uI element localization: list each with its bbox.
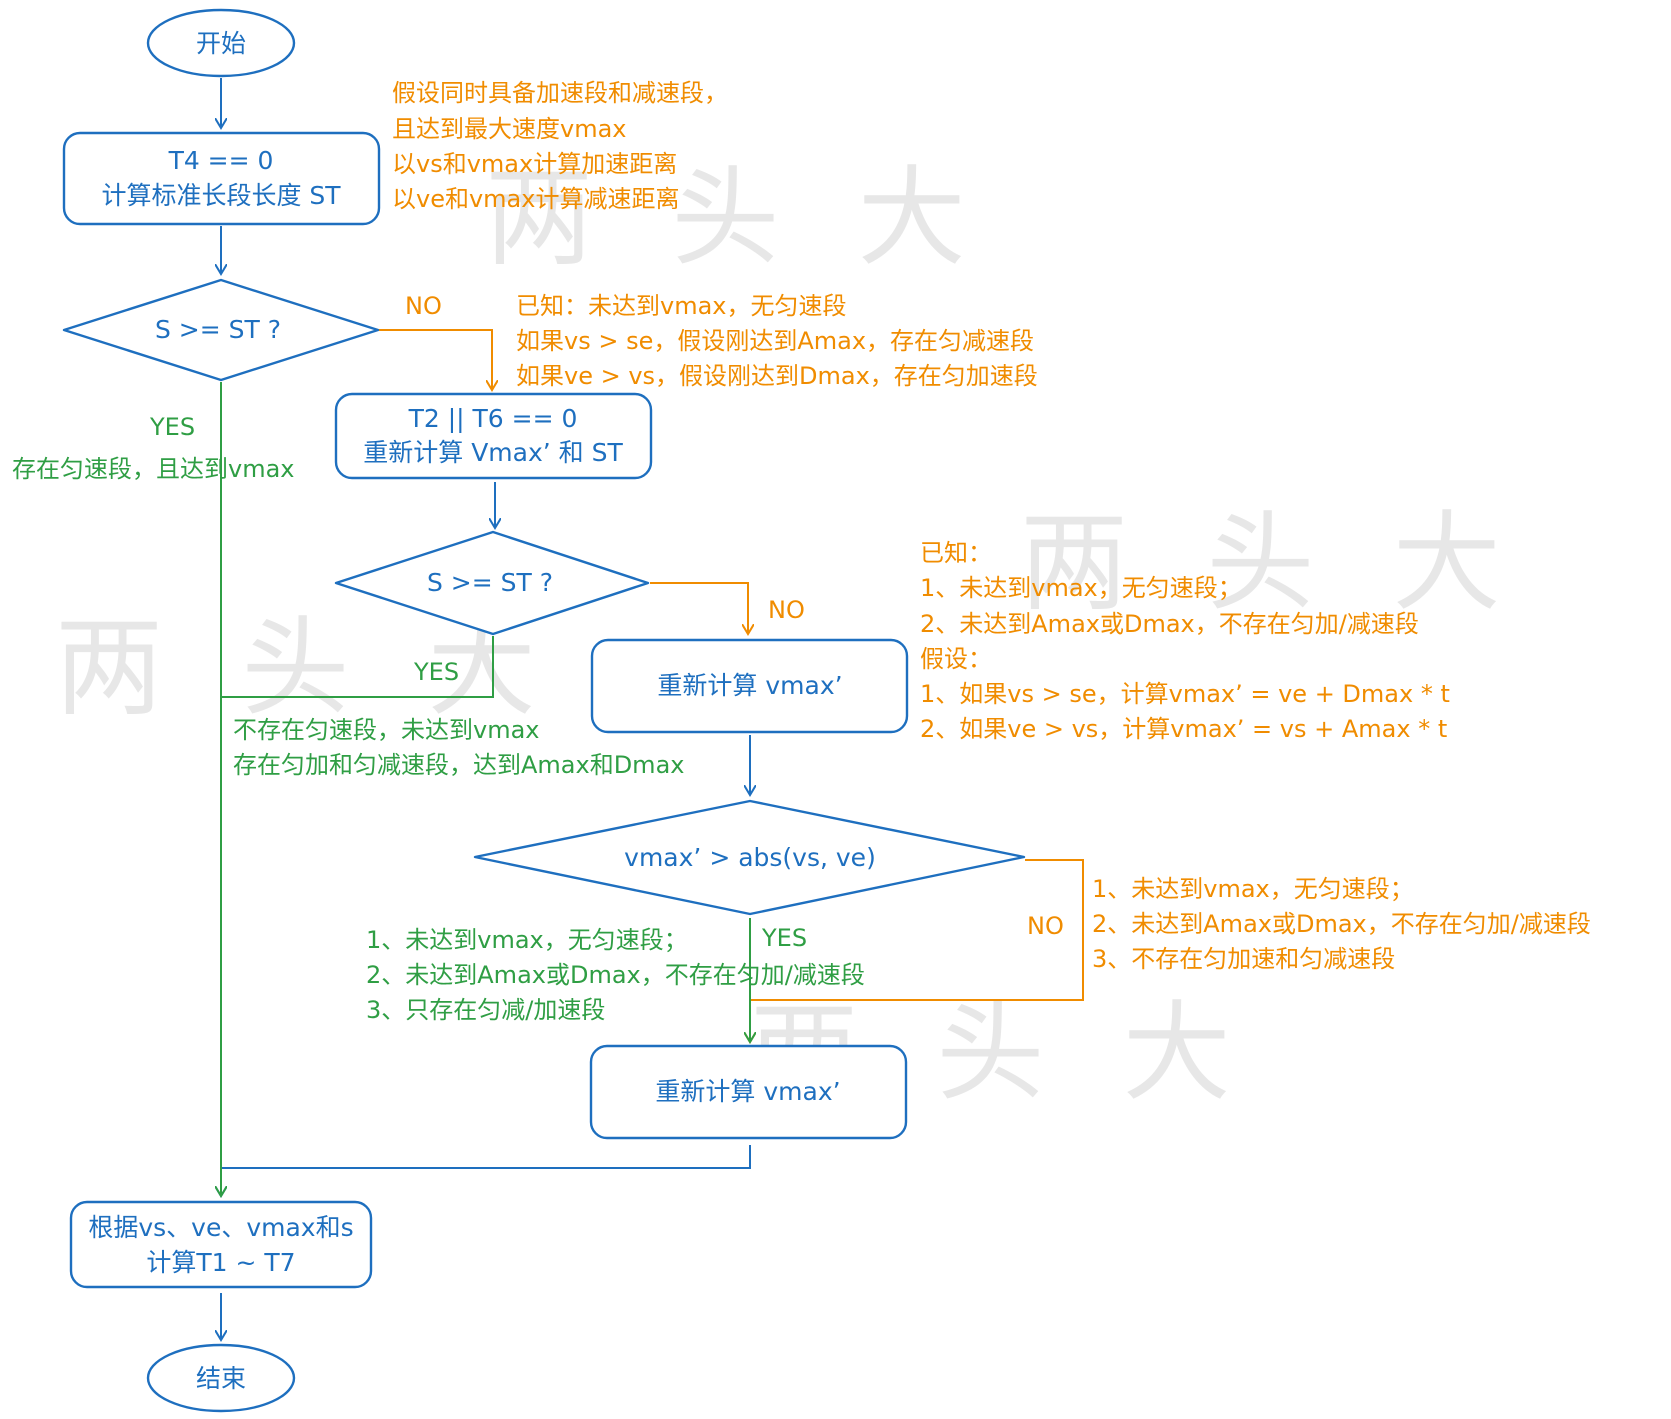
no1-label: NO [405,292,442,320]
t4-label-line2: 计算标准长段长度 ST [101,181,341,210]
watermark-2: 两 头 大 [55,606,558,731]
note-yes3: 1、未达到vmax，无匀速段； 2、未达到Amax或Dmax，不存在匀加/减速段… [366,926,872,1024]
final-process-node: 根据vs、ve、vmax和s 计算T1 ~ T7 [69,1200,373,1289]
t2t6-label-line1: T2 || T6 == 0 [408,404,578,433]
final-label-line2: 计算T1 ~ T7 [146,1248,295,1277]
t2t6-label-line2: 重新计算 Vmax’ 和 ST [363,438,623,467]
decision2-node: S >= ST ? [334,530,650,636]
yes2-label: YES [413,658,459,686]
note-yes1: 存在匀速段，且达到vmax [12,455,295,483]
end-node: 结束 [146,1343,296,1413]
no3-label: NO [1027,912,1064,940]
no2-label: NO [768,596,805,624]
decision3-label: vmax’ > abs(vs, ve) [624,843,876,872]
recalc2-label: 重新计算 vmax’ [655,1077,840,1106]
decision3-node: vmax’ > abs(vs, ve) [473,799,1026,916]
start-label: 开始 [196,29,246,58]
connector-recalc2-final [221,1145,751,1196]
watermark-3: 两 头 大 [1020,501,1523,626]
final-label-line1: 根据vs、ve、vmax和s [88,1213,353,1242]
start-node: 开始 [146,8,296,78]
note-known2: 已知： 1、未达到vmax，无匀速段； 2、未达到Amax或Dmax，不存在匀加… [920,539,1458,743]
watermark-1: 两 头 大 [485,156,988,281]
recalc1-label: 重新计算 vmax’ [657,671,842,700]
t4-process-node: T4 == 0 计算标准长段长度 ST [62,131,381,226]
yes1-label: YES [149,413,195,441]
decision2-label: S >= ST ? [427,568,553,597]
note-no3: 1、未达到vmax，无匀速段； 2、未达到Amax或Dmax，不存在匀加/减速段… [1092,875,1598,973]
end-label: 结束 [196,1364,246,1393]
recalc1-process-node: 重新计算 vmax’ [590,638,909,734]
t4-label-line1: T4 == 0 [168,146,274,175]
connector-yes2 [221,636,494,698]
connector-no2 [650,582,748,634]
connector-no1 [378,329,492,390]
yes3-label: YES [761,924,807,952]
t2t6-process-node: T2 || T6 == 0 重新计算 Vmax’ 和 ST [334,392,653,480]
decision1-node: S >= ST ? [62,278,380,382]
recalc2-process-node: 重新计算 vmax’ [589,1044,908,1140]
note-known1: 已知：未达到vmax，无匀速段 如果vs > se，假设刚达到Amax，存在匀减… [516,292,1042,390]
note-yes2: 不存在匀速段，未达到vmax 存在匀加和匀减速段，达到Amax和Dmax [233,716,684,779]
note-assume: 假设同时具备加速段和减速段， 且达到最大速度vmax 以vs和vmax计算加速距… [392,79,736,213]
decision1-label: S >= ST ? [155,315,281,344]
